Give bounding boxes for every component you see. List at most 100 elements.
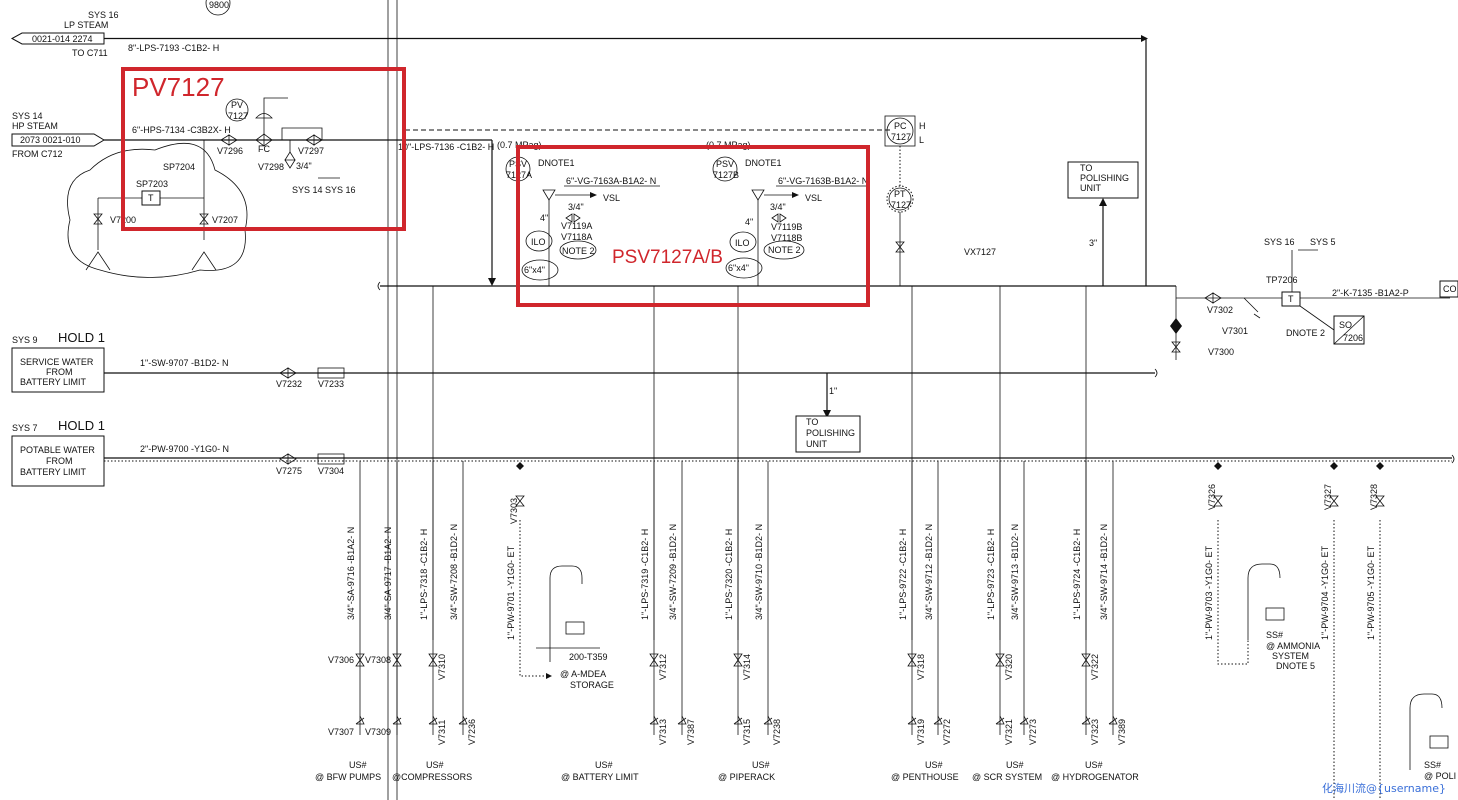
v7119a-valve[interactable] bbox=[565, 213, 581, 223]
tp7206-box[interactable] bbox=[1281, 291, 1301, 307]
branch-line-label: 1"-PW-9703 -Y1G0- ET bbox=[1204, 545, 1214, 640]
v7298-valve[interactable] bbox=[284, 151, 296, 169]
branch-valve-1[interactable] bbox=[428, 653, 438, 667]
pv-sys-label: SYS 14 SYS 16 bbox=[292, 185, 356, 195]
branch-valve-2[interactable] bbox=[733, 715, 743, 725]
v7300-label: V7300 bbox=[1208, 347, 1234, 357]
hps-7134-line-label: 6"-HPS-7134 -C3B2X- H bbox=[132, 125, 231, 135]
psv-a-valve[interactable] bbox=[542, 189, 556, 201]
branch-root-valve[interactable] bbox=[1329, 495, 1339, 507]
hp-steam-ref: 2073 0021-010 bbox=[20, 135, 81, 145]
branch-valve-1[interactable] bbox=[1081, 653, 1091, 667]
branch-valve-1-label: V7327 bbox=[1323, 484, 1333, 510]
polish2-arrow bbox=[823, 410, 831, 418]
pt-bubble[interactable] bbox=[888, 187, 912, 211]
ammonia-ss: SS# bbox=[1266, 630, 1283, 640]
hp-steam-offpage-connector[interactable] bbox=[11, 133, 105, 147]
branch-valve-1[interactable] bbox=[907, 653, 917, 667]
pc-bubble[interactable] bbox=[886, 117, 914, 145]
pv-signal-line bbox=[263, 97, 288, 118]
psv-a-note-cloud bbox=[559, 240, 597, 260]
co-offpage-box[interactable] bbox=[1439, 280, 1458, 298]
to-polishing-unit-box-1[interactable] bbox=[1067, 161, 1139, 199]
v7232-valve[interactable] bbox=[279, 367, 297, 379]
branch-valve-2[interactable] bbox=[763, 715, 773, 725]
branch-valve-2[interactable] bbox=[392, 715, 402, 725]
station-us: US# bbox=[349, 760, 367, 770]
v7297-valve[interactable] bbox=[305, 134, 323, 146]
v7233-spool[interactable] bbox=[317, 367, 345, 379]
v7304-spool[interactable] bbox=[317, 453, 345, 465]
branch-valve-2[interactable] bbox=[458, 715, 468, 725]
branch-valve-1[interactable] bbox=[649, 653, 659, 667]
psv-b-reducer-cloud bbox=[725, 257, 763, 279]
v7301-check-valve[interactable] bbox=[1243, 297, 1261, 319]
branch-root-valve[interactable] bbox=[1213, 495, 1223, 507]
v7300-valve[interactable] bbox=[1171, 341, 1181, 353]
branch-valve-2[interactable] bbox=[1081, 715, 1091, 725]
branch-valve-2[interactable] bbox=[355, 715, 365, 725]
pw-box-l2: FROM bbox=[46, 456, 73, 466]
psv-b-dnote: DNOTE1 bbox=[745, 158, 782, 168]
trap-cloud-boundary bbox=[67, 143, 248, 278]
poli-ss: SS# bbox=[1424, 760, 1441, 770]
v7302-valve[interactable] bbox=[1204, 292, 1222, 304]
psv-a-ilo-cloud bbox=[525, 230, 553, 252]
to-polishing-unit-box-2[interactable] bbox=[795, 415, 861, 453]
psv-b-valve[interactable] bbox=[751, 189, 765, 201]
v7232-label: V7232 bbox=[276, 379, 302, 389]
branch-root-valve[interactable] bbox=[515, 495, 525, 507]
hp-steam-label: HP STEAM bbox=[12, 121, 58, 131]
branch-root-valve[interactable] bbox=[1375, 495, 1385, 507]
lps-7193-line-label: 8"-LPS-7193 -C1B2- H bbox=[128, 43, 219, 53]
pw-box-l3: BATTERY LIMIT bbox=[20, 467, 87, 477]
polish2-l1: TO bbox=[806, 417, 818, 427]
branch-valve-2[interactable] bbox=[995, 715, 1005, 725]
v7296-valve[interactable] bbox=[220, 134, 238, 146]
pv7127-control-valve[interactable] bbox=[255, 133, 273, 147]
psv-b-ilo: ILO bbox=[735, 238, 750, 248]
lps-header-cap bbox=[377, 281, 381, 291]
psv-b-6x4: 6"x4" bbox=[728, 263, 749, 273]
sp7204-label: SP7204 bbox=[163, 162, 195, 172]
top-sys16-label: SYS 16 bbox=[88, 10, 119, 20]
pc-bubble-b: 7127 bbox=[891, 132, 911, 142]
v7119b-valve[interactable] bbox=[771, 213, 787, 223]
ammonia-hose-reel bbox=[1247, 563, 1281, 579]
branch-valve-2[interactable] bbox=[677, 715, 687, 725]
branch-valve-1[interactable] bbox=[392, 653, 402, 667]
branch-valve-1-label: V7320 bbox=[1004, 654, 1014, 680]
lp-steam-offpage-connector[interactable] bbox=[10, 32, 105, 45]
branch-valve-1[interactable] bbox=[355, 653, 365, 667]
polish1-l1: TO bbox=[1080, 163, 1092, 173]
pw-source-box[interactable] bbox=[11, 435, 105, 487]
v7200-valve[interactable] bbox=[93, 213, 103, 225]
v7275-valve[interactable] bbox=[279, 453, 297, 465]
v7207-valve[interactable] bbox=[199, 213, 209, 225]
branch-valve-1-label: V7306 bbox=[328, 655, 354, 665]
branch-valve-2[interactable] bbox=[1108, 715, 1118, 725]
sw-source-box[interactable] bbox=[11, 347, 105, 393]
branch-valve-2-label: V7309 bbox=[365, 727, 391, 737]
branch-valve-1[interactable] bbox=[995, 653, 1005, 667]
branch-valve-2[interactable] bbox=[428, 715, 438, 725]
branch-valve-2[interactable] bbox=[1019, 715, 1029, 725]
branch-valve-2[interactable] bbox=[933, 715, 943, 725]
branch-valve-2[interactable] bbox=[649, 715, 659, 725]
pt-root-valve[interactable] bbox=[895, 241, 905, 253]
psv-b-size34: 3/4" bbox=[770, 202, 786, 212]
branch-line-label: 1"-LPS-7319 -C1B2- H bbox=[640, 529, 650, 620]
trap-t-label: T bbox=[148, 193, 154, 203]
branch-valve-1-label: V7308 bbox=[365, 655, 391, 665]
pc-h: H bbox=[919, 121, 926, 131]
branch-valve-2-label: V7236 bbox=[467, 719, 477, 745]
branch-valve-2[interactable] bbox=[907, 715, 917, 725]
branch-valve-1[interactable] bbox=[733, 653, 743, 667]
sw-box-l3: BATTERY LIMIT bbox=[20, 377, 87, 387]
